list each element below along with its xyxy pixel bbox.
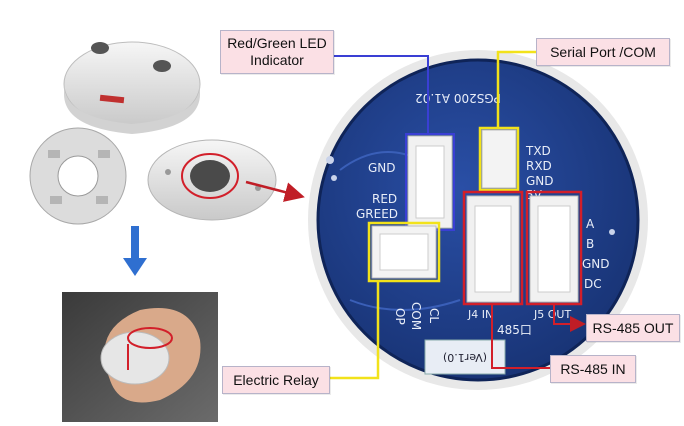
sensor-top-view — [63, 41, 201, 134]
pcb-model-label: PGS200 A1.02 — [415, 91, 501, 105]
callout-rs485-out-text: RS-485 OUT — [592, 320, 674, 336]
callout-rs485-in: RS-485 IN — [550, 355, 636, 383]
zoom-arrow — [245, 180, 305, 202]
callout-rs485-in-text: RS-485 IN — [560, 361, 626, 377]
relay-leader-line — [330, 281, 380, 380]
pcb-j4-label: J4 IN — [467, 308, 493, 321]
callout-serial-text: Serial Port /COM — [550, 44, 656, 60]
serial-leader-line — [496, 50, 536, 128]
serial-connector — [478, 126, 520, 192]
rs485-out-leader-line — [553, 304, 586, 332]
pcb-relay-op: OP — [393, 308, 407, 325]
pcb-485-port-label: 485口 — [497, 323, 532, 337]
mounting-base — [29, 127, 127, 225]
pcb-led-greed: GREED — [356, 207, 398, 221]
callout-led-line2: Indicator — [250, 52, 304, 68]
rs485-in-leader-line — [491, 304, 550, 369]
pcb-led-gnd: GND — [368, 161, 396, 175]
pcb-485-b: B — [586, 237, 594, 251]
pcb-relay-cl: CL — [427, 308, 441, 323]
pcb-version-label: (Ver1.0) — [443, 351, 487, 364]
callout-serial-port: Serial Port /COM — [536, 38, 670, 66]
led-leader-line — [334, 55, 429, 134]
relay-connector — [367, 221, 441, 283]
callout-electric-relay: Electric Relay — [222, 366, 330, 394]
pcb-485-gnd: GND — [582, 257, 610, 271]
pcb-485-a: A — [586, 217, 595, 231]
led-connector — [405, 133, 455, 231]
hand-installation-photo — [62, 292, 218, 422]
pcb-led-red: RED — [372, 192, 397, 206]
callout-relay-text: Electric Relay — [233, 372, 319, 388]
sensor-bottom-view — [147, 139, 277, 221]
pcb-pin-rxd: RXD — [526, 159, 552, 173]
pcb-485-dc: DC — [584, 277, 602, 291]
pcb-pin-txd: TXD — [525, 144, 551, 158]
callout-rs485-out: RS-485 OUT — [586, 314, 680, 342]
down-arrow-icon — [123, 226, 147, 276]
pcb-j5-label: J5 OUT — [533, 308, 571, 321]
pcb-relay-com: COM — [409, 302, 423, 330]
callout-led-indicator: Red/Green LED Indicator — [220, 30, 334, 74]
pcb-pin-gnd: GND — [526, 174, 554, 188]
rs485-out-connector — [525, 190, 583, 306]
rs485-in-connector — [462, 190, 524, 306]
callout-led-line1: Red/Green LED — [227, 35, 327, 51]
